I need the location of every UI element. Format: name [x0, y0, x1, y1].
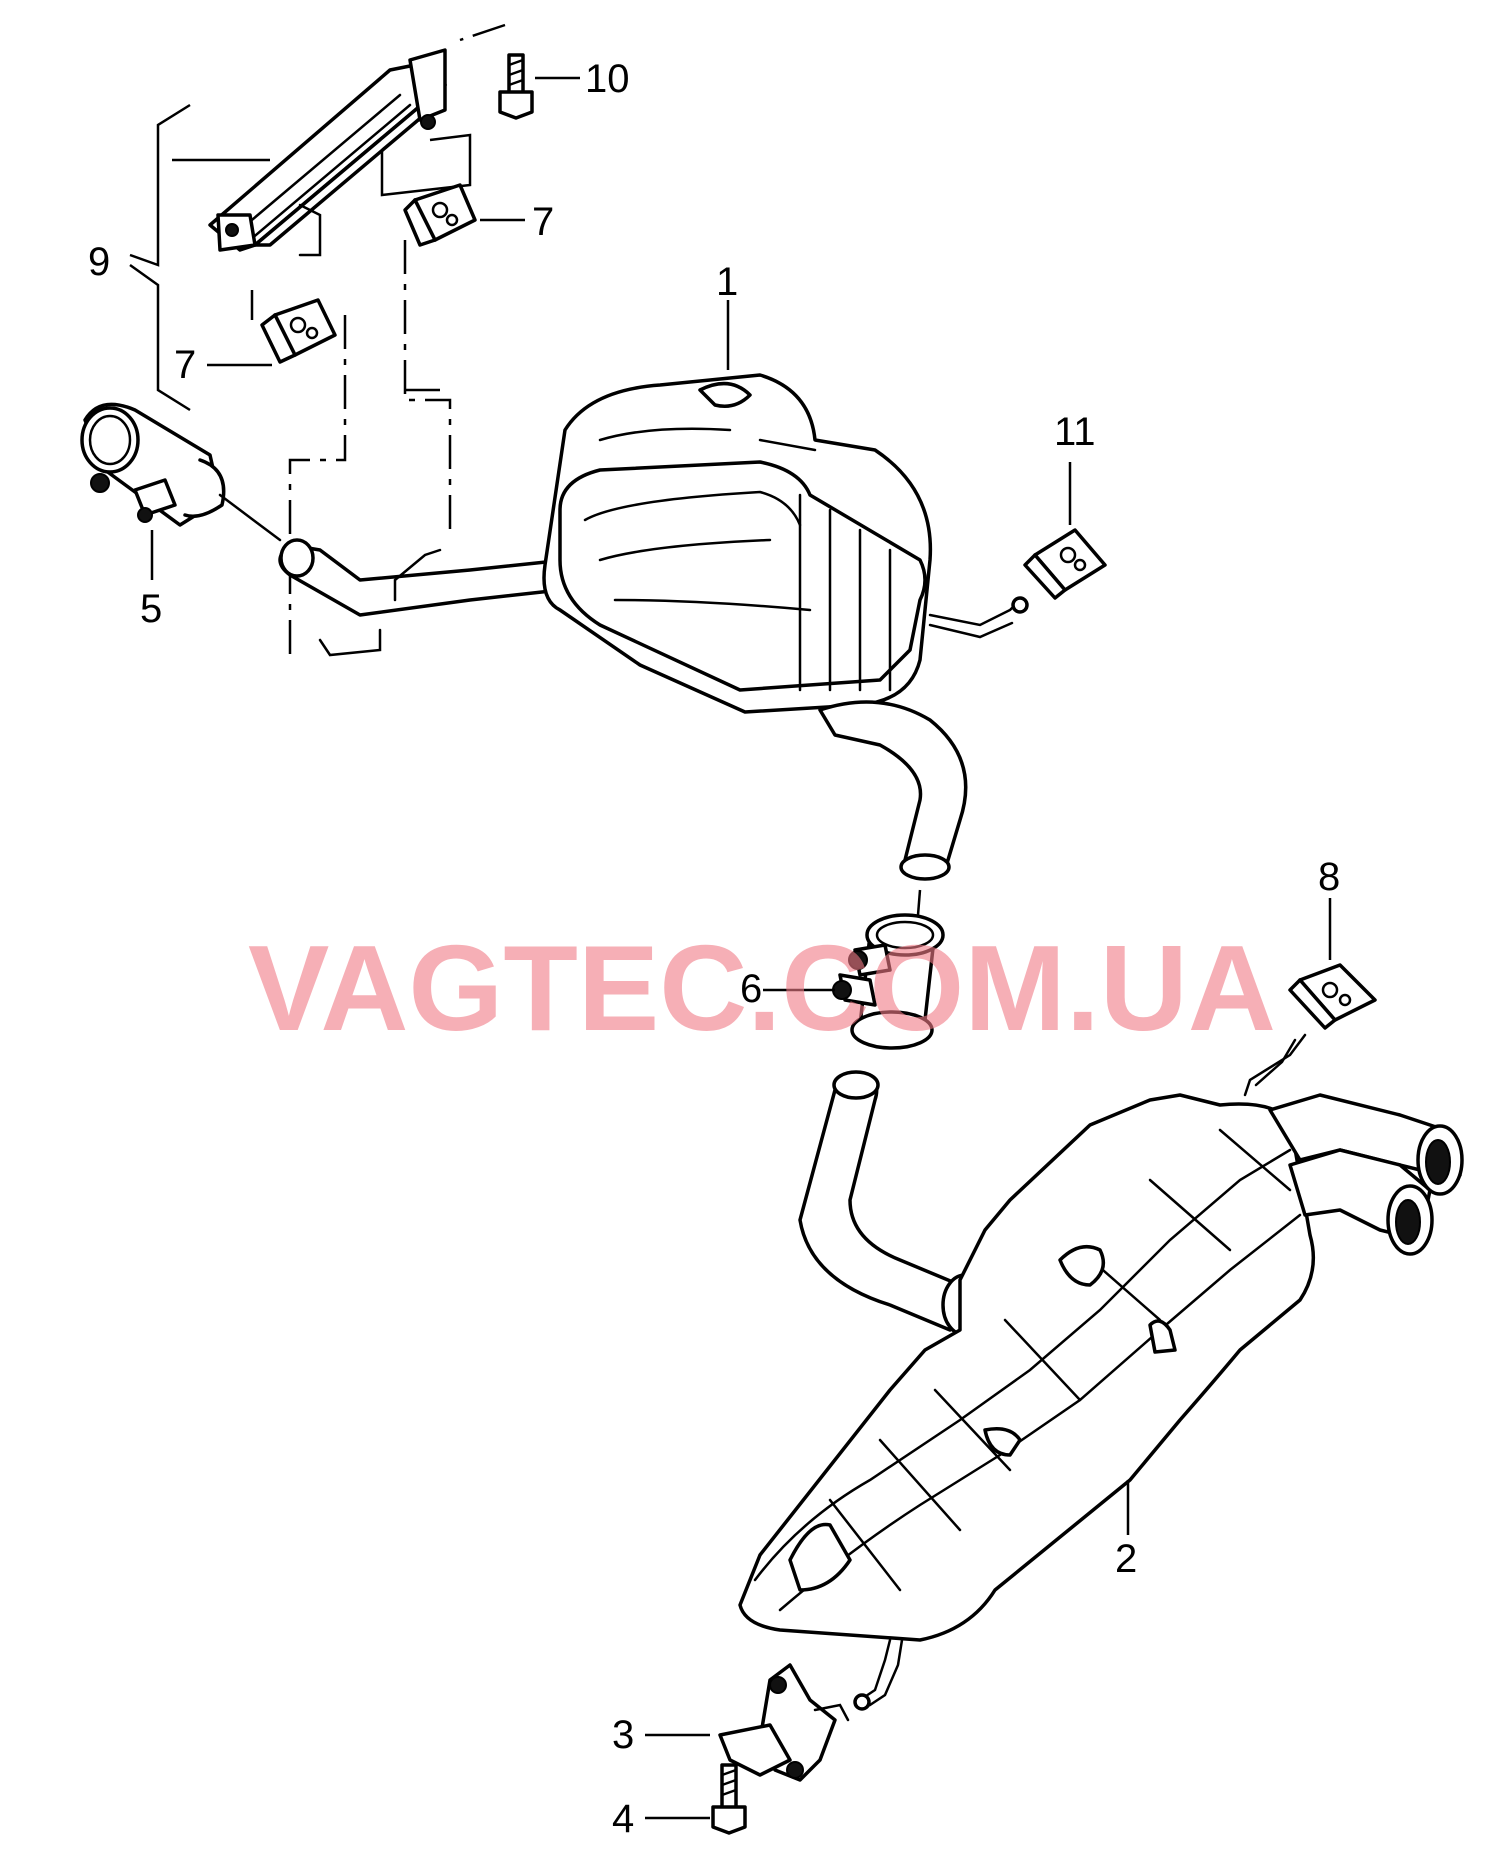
rubber-hanger-center — [403, 183, 525, 247]
support-bracket — [208, 48, 447, 257]
rear-bracket — [645, 1663, 850, 1782]
callout-9: 9 — [88, 240, 110, 284]
callout-8: 8 — [1318, 855, 1340, 899]
callout-6: 6 — [740, 967, 762, 1011]
watermark-text: VAGTEC.COM.UA — [248, 920, 1276, 1056]
rubber-hanger-right — [1023, 462, 1107, 600]
bolt-rear — [645, 1763, 747, 1835]
rubber-hanger-rear — [1243, 898, 1377, 1097]
rubber-hanger-left — [207, 298, 337, 367]
callout-10: 10 — [585, 57, 630, 101]
callout-3: 3 — [612, 1713, 634, 1757]
support-bracket-bracket-lines — [129, 103, 270, 412]
callout-5: 5 — [140, 587, 162, 631]
callout-7-center: 7 — [532, 200, 554, 244]
clamp-middle — [763, 889, 945, 1050]
clamp-front — [80, 402, 226, 580]
callout-1: 1 — [716, 260, 738, 304]
front-silencer — [542, 300, 1029, 881]
front-pipe — [218, 493, 567, 657]
bolt-front — [498, 53, 580, 120]
callout-4: 4 — [612, 1797, 634, 1841]
callout-2: 2 — [1115, 1537, 1137, 1581]
callout-11: 11 — [1054, 410, 1096, 454]
rear-silencer — [738, 1070, 1464, 1711]
callout-7-left: 7 — [174, 343, 196, 387]
